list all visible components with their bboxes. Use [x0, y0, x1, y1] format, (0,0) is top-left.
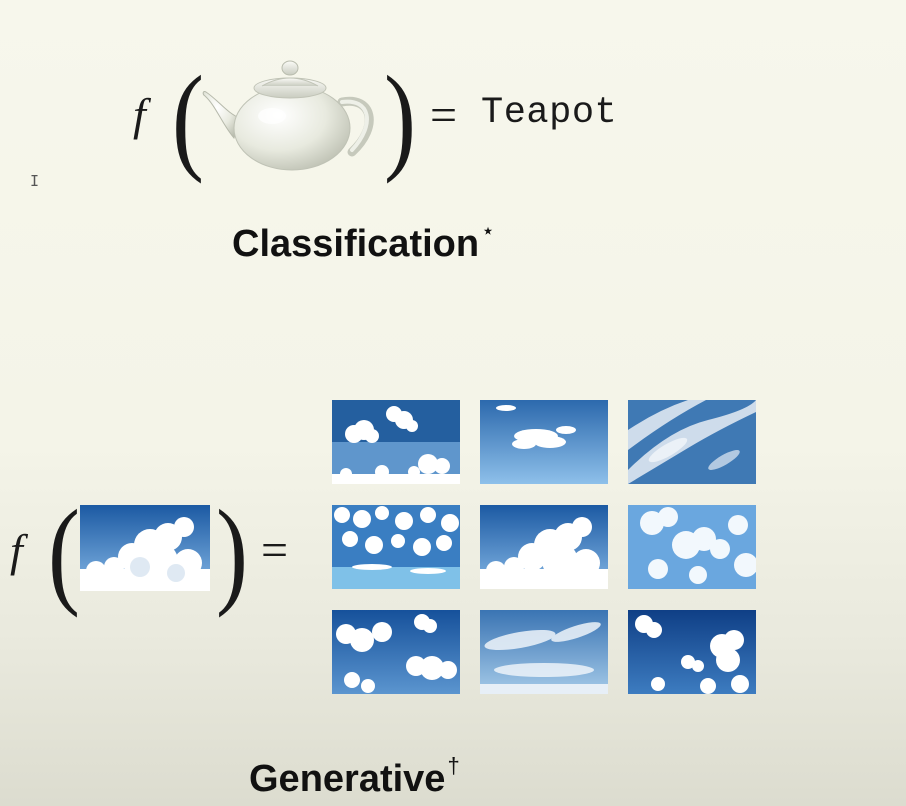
generative-heading: Generative†: [249, 753, 460, 800]
star-footnote-mark: ⋆: [481, 218, 495, 243]
cloud-sky-image: [332, 400, 460, 484]
cloud-sky-image: [628, 505, 756, 589]
output-label: Teapot: [481, 92, 618, 134]
classification-heading: Classification⋆: [232, 218, 495, 265]
cloud-sky-image: [480, 505, 608, 589]
cloud-sky-image: [80, 505, 210, 591]
heading-text: Generative: [249, 758, 446, 800]
cloud-sky-image: [628, 400, 756, 484]
open-paren: (: [171, 51, 204, 184]
close-paren: ): [215, 485, 248, 618]
equals-sign: =: [261, 524, 289, 577]
text-cursor-icon: I: [30, 172, 40, 190]
cloud-sky-image: [332, 610, 460, 694]
equals-sign: =: [430, 89, 458, 142]
heading-text: Classification: [232, 223, 480, 265]
cloud-sky-image: [332, 505, 460, 589]
close-paren: ): [383, 51, 416, 184]
generated-image-grid: [332, 400, 756, 694]
function-symbol: f: [10, 525, 23, 576]
cloud-sky-image: [628, 610, 756, 694]
function-symbol: f: [133, 89, 146, 140]
teapot-image: [200, 56, 380, 174]
cloud-sky-image: [480, 610, 608, 694]
open-paren: (: [47, 485, 80, 618]
dagger-footnote-mark: †: [447, 753, 460, 778]
cloud-sky-image: [480, 400, 608, 484]
